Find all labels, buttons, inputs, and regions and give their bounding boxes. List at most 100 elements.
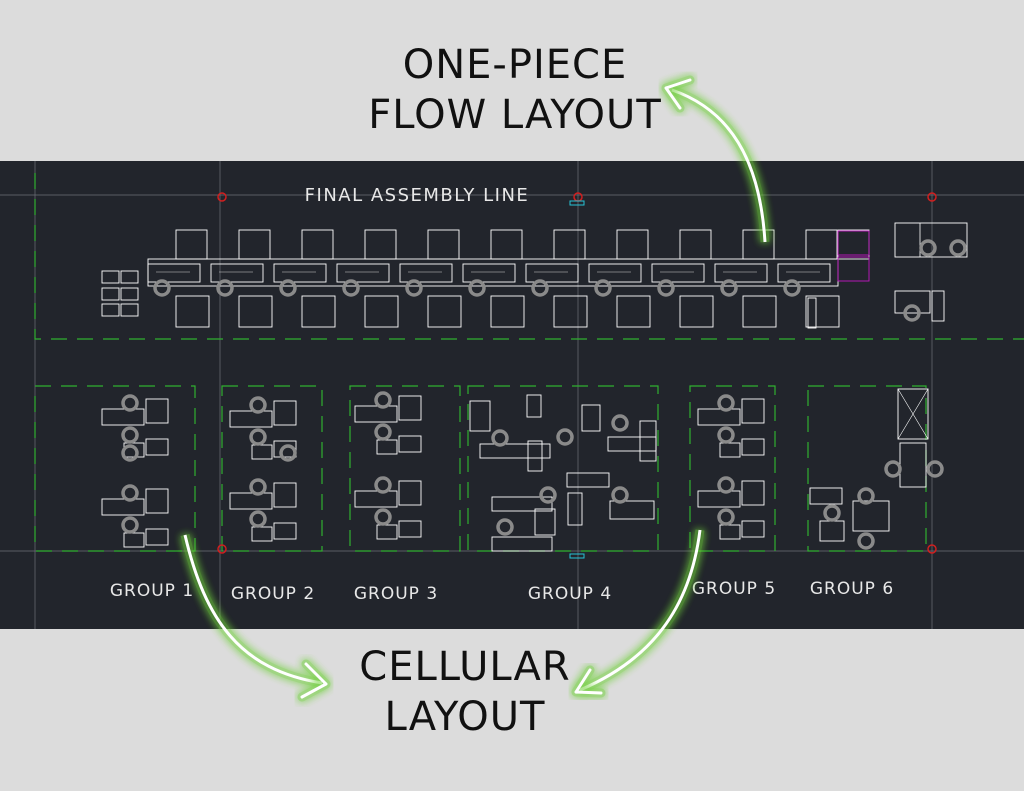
assembly-fixture — [238, 229, 271, 260]
cell-workstation — [354, 405, 398, 423]
cell-machine — [741, 520, 765, 538]
operator-symbol — [249, 510, 267, 528]
operator-symbol — [531, 279, 549, 297]
group-label: GROUP 3 — [354, 584, 438, 604]
cell-workstation — [491, 496, 553, 512]
operator-symbol — [611, 486, 629, 504]
parts-rack — [120, 303, 139, 317]
title-line-1: ONE-PIECE — [402, 42, 628, 88]
group-label: GROUP 1 — [110, 581, 194, 601]
cell-machine — [398, 435, 422, 453]
highlighted-station — [837, 230, 870, 256]
group-label: GROUP 5 — [692, 579, 776, 599]
cell-machine — [145, 488, 169, 514]
operator-symbol — [857, 487, 875, 505]
cell-machine — [639, 420, 657, 462]
cell-machine — [376, 439, 398, 455]
cell-machine — [719, 442, 741, 458]
assembly-bench — [175, 295, 210, 328]
column-tag — [569, 200, 585, 206]
cell-machine — [819, 520, 845, 542]
cell-machine — [398, 395, 422, 421]
cell-machine — [526, 394, 542, 418]
operator-symbol — [121, 426, 139, 444]
one-piece-flow-title: ONE-PIECE FLOW LAYOUT — [355, 40, 675, 140]
group-label: GROUP 6 — [810, 579, 894, 599]
column-marker — [927, 544, 937, 554]
title-line-2: LAYOUT — [384, 694, 546, 740]
packaging-cell — [899, 442, 927, 488]
cell-workstation — [491, 536, 553, 552]
operator-symbol — [717, 426, 735, 444]
assembly-bench — [679, 295, 714, 328]
cell-workstation — [229, 410, 273, 428]
operator-symbol — [216, 279, 234, 297]
cell-machine — [273, 440, 297, 458]
cellular-groups — [101, 388, 944, 552]
parts-rack — [101, 303, 120, 317]
cell-workstation — [479, 443, 551, 459]
operator-symbol — [823, 504, 841, 522]
assembly-bench — [616, 295, 651, 328]
operator-symbol — [720, 279, 738, 297]
operator-symbol — [279, 279, 297, 297]
assembly-fixture — [301, 229, 334, 260]
operator-symbol — [249, 478, 267, 496]
cell-machine — [251, 526, 273, 542]
assembly-fixture — [805, 229, 838, 260]
cell-machine — [741, 438, 765, 456]
assembly-station — [525, 263, 579, 283]
cell-machine — [398, 520, 422, 538]
operator-symbol — [249, 428, 267, 446]
assembly-fixture — [175, 229, 208, 260]
column-marker — [217, 192, 227, 202]
cell-workstation — [697, 490, 741, 508]
operator-symbol — [857, 532, 875, 550]
operator-symbol — [374, 508, 392, 526]
assembly-station — [273, 263, 327, 283]
cell-workstation — [697, 408, 741, 426]
parts-rack — [101, 270, 120, 284]
group-label: GROUP 4 — [528, 584, 612, 604]
cell-workstation — [101, 408, 145, 426]
assembly-station — [777, 263, 831, 283]
assembly-bench — [427, 295, 462, 328]
column-marker — [927, 192, 937, 202]
operator-symbol — [949, 239, 967, 257]
assembly-fixture — [427, 229, 460, 260]
side-table — [807, 297, 817, 329]
test-station — [894, 222, 968, 258]
assembly-bench — [490, 295, 525, 328]
assembly-bench — [553, 295, 588, 328]
cell-machine — [273, 400, 297, 426]
operator-symbol — [903, 304, 921, 322]
cell-machine — [534, 508, 556, 536]
packing-table — [931, 290, 945, 322]
assembly-bench — [364, 295, 399, 328]
operator-symbol — [405, 279, 423, 297]
group-labels: GROUP 1 GROUP 2 GROUP 3 GROUP 4 GROUP 5 GROUP… — [110, 579, 894, 604]
final-assembly-line-label: FINAL ASSEMBLY LINE — [305, 185, 530, 206]
assembly-station — [462, 263, 516, 283]
cell-machine — [852, 500, 890, 532]
assembly-fixture — [490, 229, 523, 260]
cell-machine — [398, 480, 422, 506]
operator-symbol — [783, 279, 801, 297]
cell-workstation — [229, 492, 273, 510]
cell-workstation — [607, 436, 657, 452]
packaging-cell — [897, 388, 929, 440]
cell-area-boundary — [467, 385, 659, 552]
cell-machine — [567, 492, 583, 526]
assembly-station — [399, 263, 453, 283]
cell-area-boundary — [689, 385, 776, 552]
operator-symbol — [611, 414, 629, 432]
cell-machine — [741, 398, 765, 424]
cell-workstation — [354, 490, 398, 508]
operator-symbol — [342, 279, 360, 297]
column-markers — [217, 192, 937, 559]
assembly-bench — [301, 295, 336, 328]
operator-symbol — [374, 391, 392, 409]
title-line-1: CELLULAR — [359, 644, 571, 690]
group-label: GROUP 2 — [231, 584, 315, 604]
assembly-fixture — [679, 229, 712, 260]
